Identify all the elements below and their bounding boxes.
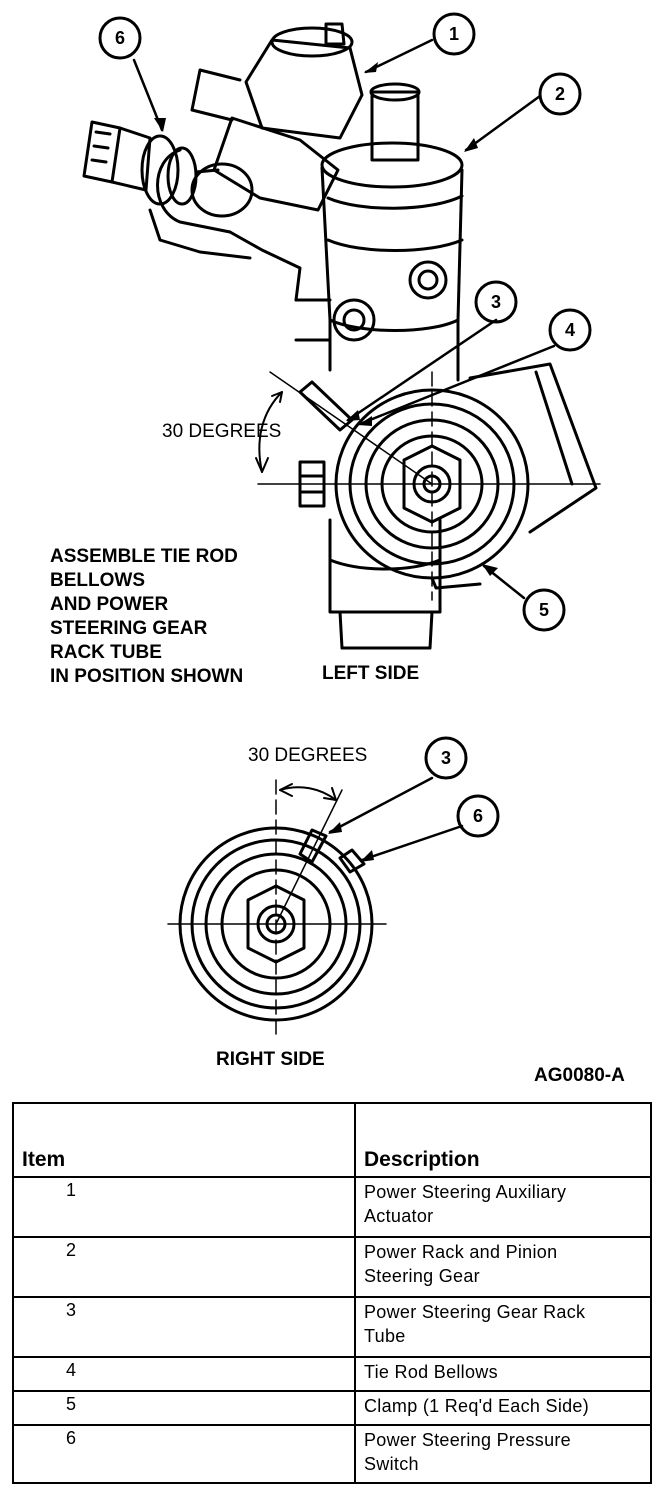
callout-circle-4 bbox=[548, 308, 592, 352]
desc-line: Tube bbox=[364, 1326, 406, 1346]
note-line: STEERING GEAR bbox=[50, 618, 208, 639]
steering-gear-diagram bbox=[82, 12, 601, 1037]
desc-line: Power Steering Gear Rack bbox=[364, 1302, 586, 1322]
item-number: 4 bbox=[12, 1356, 356, 1392]
callout-circle-r6 bbox=[456, 794, 500, 838]
right-center-lines bbox=[167, 779, 387, 1037]
item-number: 6 bbox=[12, 1424, 356, 1484]
left-side-label: LEFT SIDE bbox=[322, 663, 420, 684]
callout-2: 2 bbox=[554, 84, 565, 104]
callout-4: 4 bbox=[564, 320, 575, 340]
callout-6: 6 bbox=[114, 28, 125, 48]
callout-circle-r3 bbox=[424, 736, 468, 780]
note-line: BELLOWS bbox=[50, 570, 145, 591]
center-lines bbox=[257, 371, 601, 601]
callout-right-6: 6 bbox=[472, 806, 483, 826]
angle-label-bottom: 30 DEGREES bbox=[248, 745, 368, 766]
desc-line: Tie Rod Bellows bbox=[364, 1362, 498, 1382]
item-description: Tie Rod Bellows bbox=[354, 1356, 652, 1392]
callout-1: 1 bbox=[448, 24, 459, 44]
description-header: Description bbox=[354, 1102, 652, 1178]
table-row: 5 Clamp (1 Req'd Each Side) bbox=[12, 1390, 652, 1426]
callout-3: 3 bbox=[490, 292, 501, 312]
callout-circle-2 bbox=[538, 72, 582, 116]
desc-line: Power Steering Auxiliary bbox=[364, 1182, 567, 1202]
desc-line: Power Steering Pressure bbox=[364, 1430, 571, 1450]
item-number: 2 bbox=[12, 1236, 356, 1298]
item-description-table: Item Description 1 Power Steering Auxili… bbox=[12, 1102, 652, 1484]
assembly-note: ASSEMBLE TIE ROD BELLOWS AND POWER STEER… bbox=[50, 545, 243, 689]
desc-line: Actuator bbox=[364, 1206, 434, 1226]
callout-circle-5 bbox=[522, 588, 566, 632]
angle-arc-bottom bbox=[279, 783, 337, 801]
item-header: Item bbox=[12, 1102, 356, 1178]
angle-label-top: 30 DEGREES bbox=[162, 421, 282, 442]
item-number: 3 bbox=[12, 1296, 356, 1358]
left-side-end-view bbox=[298, 388, 530, 590]
auxiliary-actuator bbox=[156, 22, 364, 302]
desc-line: Switch bbox=[364, 1454, 419, 1474]
table-header-row: Item Description bbox=[12, 1102, 652, 1178]
callout-circle-3 bbox=[474, 280, 518, 324]
item-number: 5 bbox=[12, 1390, 356, 1426]
pressure-switch bbox=[82, 120, 254, 260]
item-description: Clamp (1 Req'd Each Side) bbox=[354, 1390, 652, 1426]
desc-line: Power Rack and Pinion bbox=[364, 1242, 558, 1262]
callout-5: 5 bbox=[538, 600, 549, 620]
note-line: RACK TUBE bbox=[50, 642, 162, 663]
note-line: AND POWER bbox=[50, 594, 169, 615]
desc-line: Steering Gear bbox=[364, 1266, 480, 1286]
callout-right-3: 3 bbox=[440, 748, 451, 768]
table-row: 4 Tie Rod Bellows bbox=[12, 1356, 652, 1392]
item-number: 1 bbox=[12, 1176, 356, 1238]
note-line: IN POSITION SHOWN bbox=[50, 666, 244, 687]
angle-arc-top bbox=[255, 391, 283, 473]
callout-circle-1 bbox=[432, 12, 476, 56]
desc-line: Clamp (1 Req'd Each Side) bbox=[364, 1396, 590, 1416]
figure-code: AG0080-A bbox=[534, 1065, 625, 1086]
right-side-label: RIGHT SIDE bbox=[216, 1049, 325, 1070]
callout-circle-6 bbox=[98, 16, 142, 60]
steering-gear-housing bbox=[294, 82, 598, 650]
note-line: ASSEMBLE TIE ROD bbox=[50, 546, 238, 567]
